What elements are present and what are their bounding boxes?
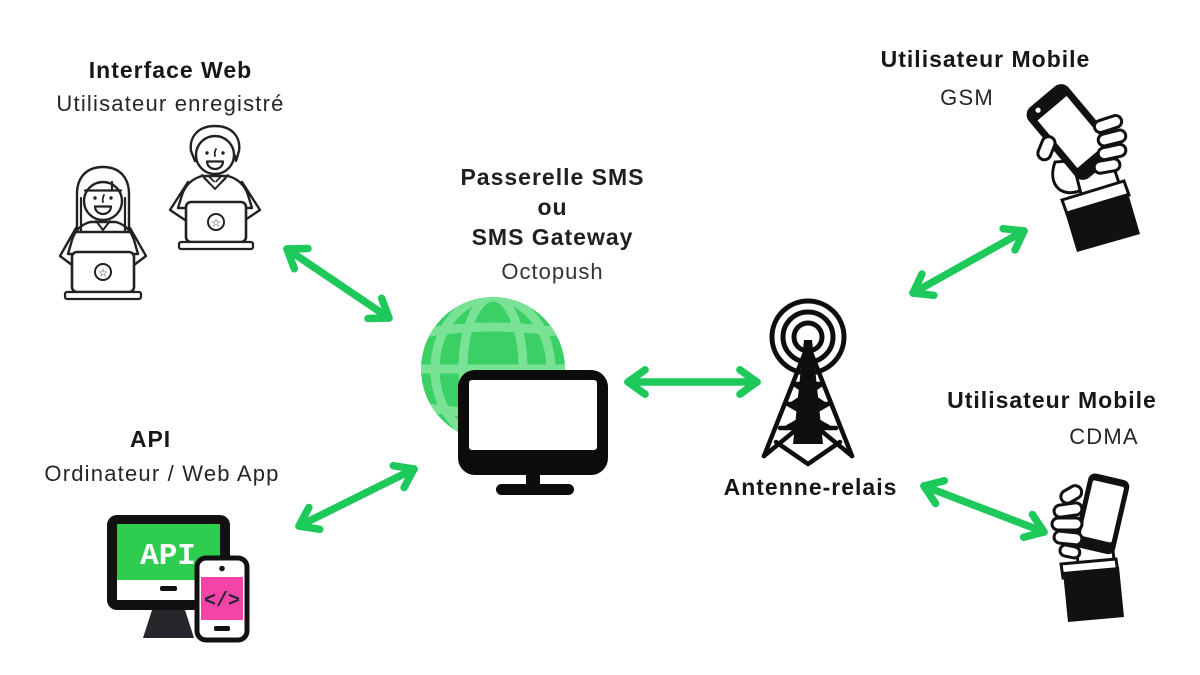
woman-at-laptop-icon: ☆ xyxy=(58,165,148,301)
cdma-subtitle: CDMA xyxy=(1069,424,1139,449)
gateway-line2: ou xyxy=(537,194,568,220)
web-interface-subtitle: Utilisateur enregistré xyxy=(56,91,285,116)
gateway-line1: Passerelle SMS xyxy=(460,164,645,190)
antenna-tower-icon xyxy=(761,298,855,467)
api-screen-text: API xyxy=(140,539,196,574)
gateway-brand: Octopush xyxy=(501,259,604,284)
fingers xyxy=(1036,114,1128,175)
monitor-icon xyxy=(458,370,608,495)
laptop-star-icon: ☆ xyxy=(98,268,108,280)
antenna-label: Antenne-relais xyxy=(723,474,898,500)
gsm-subtitle: GSM xyxy=(940,85,994,110)
laptop-star-icon: ☆ xyxy=(211,218,221,230)
fingers xyxy=(1050,484,1084,560)
registered-users-icon: ☆ ☆ xyxy=(58,124,262,301)
gateway-icon xyxy=(421,297,608,495)
api-subtitle: Ordinateur / Web App xyxy=(44,461,280,486)
cdma-phone-hand-icon xyxy=(1050,473,1130,622)
gsm-title: Utilisateur Mobile xyxy=(880,46,1091,72)
code-icon: </> xyxy=(204,590,240,613)
gateway-line3: SMS Gateway xyxy=(471,224,634,250)
gsm-phone-hand-icon xyxy=(1026,84,1140,252)
man-at-laptop-icon: ☆ xyxy=(168,124,262,251)
api-monitor-icon: API xyxy=(107,515,230,638)
api-devices-icon: API </> xyxy=(107,515,250,643)
arrow-api-gateway xyxy=(295,461,418,534)
arrow-antenna-cdma xyxy=(920,476,1048,542)
cdma-title: Utilisateur Mobile xyxy=(947,387,1157,413)
web-interface-title: Interface Web xyxy=(88,57,253,83)
arrow-gateway-antenna xyxy=(624,366,761,398)
gateway-label: Passerelle SMS ou SMS Gateway Octopush xyxy=(415,162,690,287)
api-title: API xyxy=(129,426,172,452)
phone-icon xyxy=(1074,473,1130,555)
code-phone-icon: </> xyxy=(194,555,250,643)
arrow-antenna-gsm xyxy=(909,224,1028,300)
arrow-web-gateway xyxy=(283,244,393,323)
